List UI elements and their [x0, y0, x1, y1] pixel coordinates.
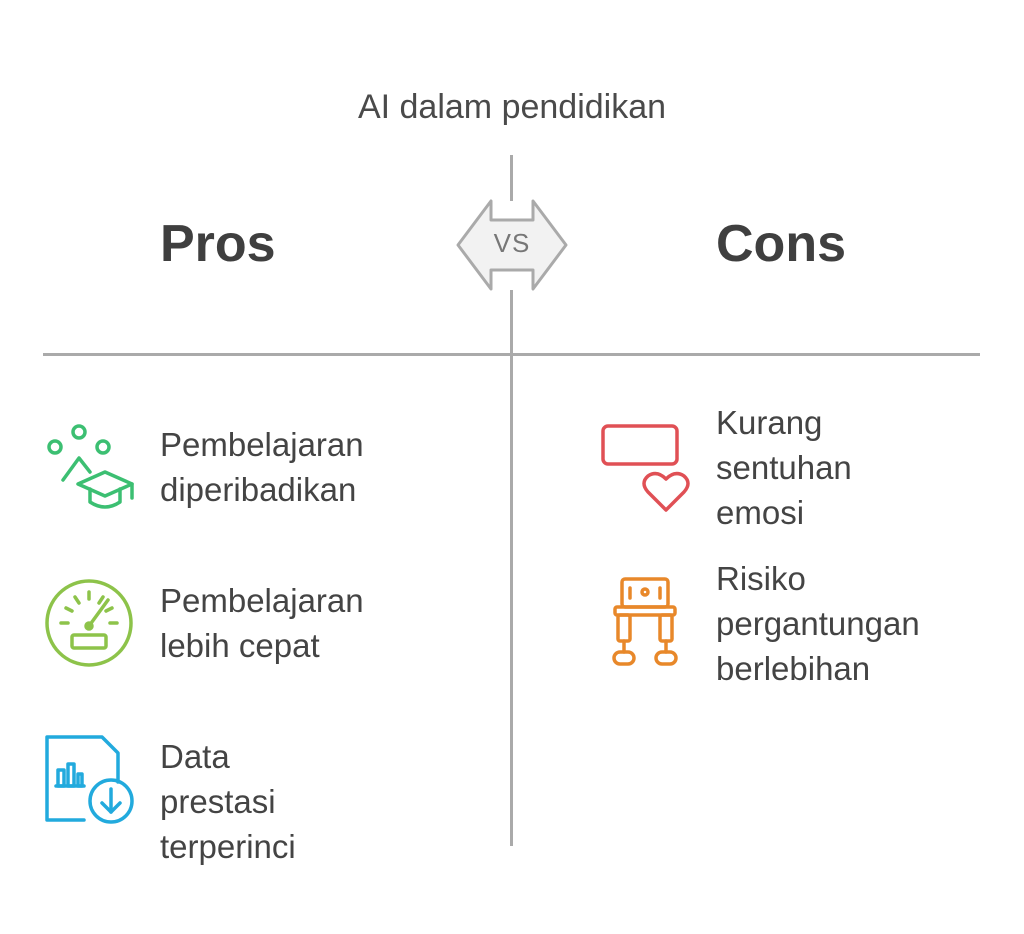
cons-item-label: Risiko pergantungan berlebihan	[716, 560, 920, 687]
cons-heading: Cons	[716, 215, 846, 273]
vertical-divider-top	[510, 155, 513, 201]
horizontal-divider-right	[513, 353, 980, 356]
pros-item-label: Data prestasi terperinci	[160, 738, 296, 865]
robot-icon	[610, 576, 680, 677]
pros-heading: Pros	[160, 215, 276, 273]
vertical-divider	[510, 290, 513, 846]
speedometer-icon	[44, 578, 134, 673]
double-arrow-icon	[456, 199, 568, 291]
personalized-learning-icon	[44, 422, 134, 519]
document-chart-download-icon	[44, 734, 134, 829]
pros-item-label: Pembelajaran diperibadikan	[160, 426, 364, 508]
horizontal-divider-left	[43, 353, 510, 356]
vs-label: VS	[493, 228, 531, 258]
cons-item-label: Kurang sentuhan emosi	[716, 404, 852, 531]
screen-heart-icon	[600, 422, 692, 519]
vs-badge: VS	[455, 198, 569, 292]
diagram-title: AI dalam pendidikan	[357, 88, 667, 126]
pros-item-label: Pembelajaran lebih cepat	[160, 582, 364, 664]
